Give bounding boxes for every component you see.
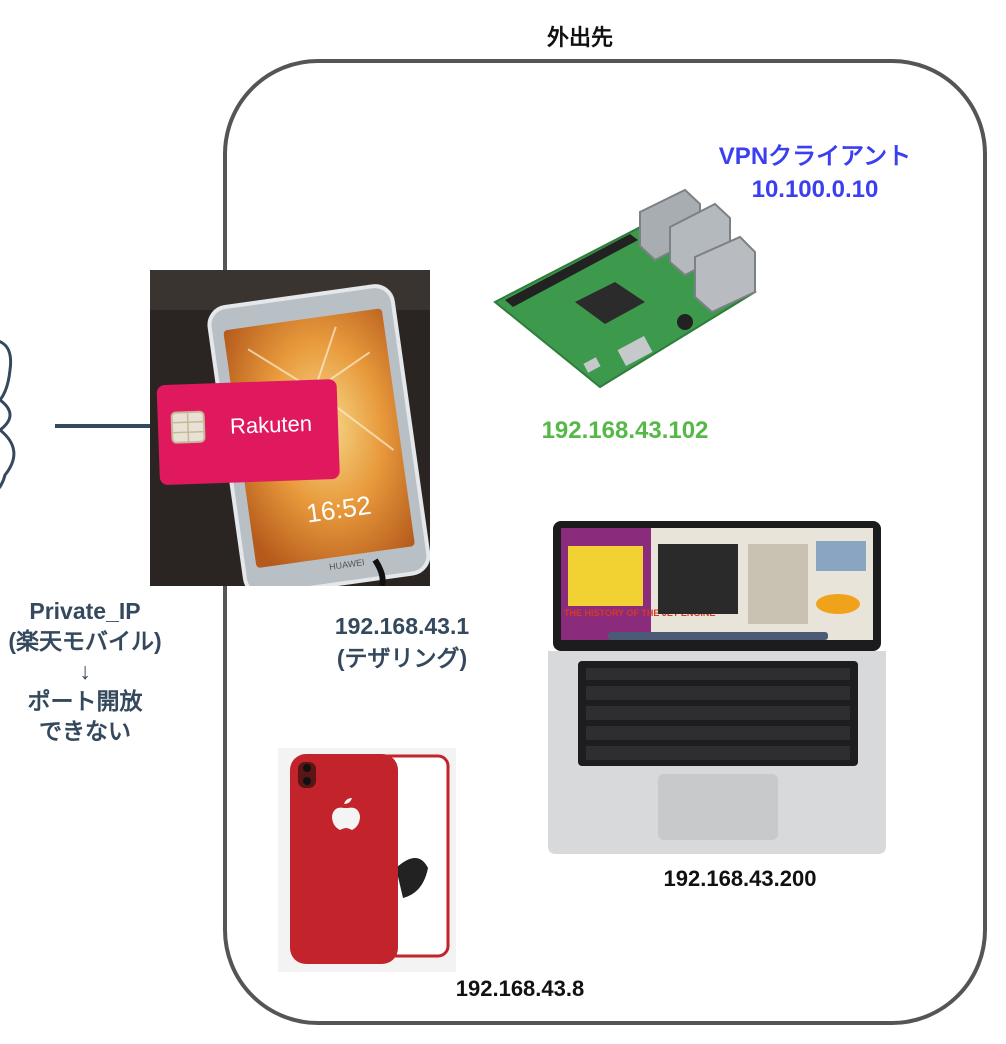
isp-ip-type: Private_IP: [29, 598, 141, 624]
laptop-photo: THE HISTORY OF THE JET ENGINE: [548, 521, 886, 854]
isp-arrow: ↓: [79, 658, 91, 684]
vpn-client-name: VPNクライアント: [718, 143, 912, 170]
laptop-article-text: THE HISTORY OF THE JET ENGINE: [564, 608, 715, 618]
vpn-client-ip: 10.100.0.10: [751, 176, 879, 203]
router-mode: (テザリング): [336, 645, 468, 671]
iphone-ip: 192.168.43.8: [455, 976, 585, 1001]
iphone-photo: [278, 748, 456, 972]
vpn-client-label: VPNクライアント 10.100.0.10: [690, 140, 940, 206]
connection-line: [55, 424, 153, 428]
tethering-phone-photo: 16:52 HUAWEI Rakuten: [150, 270, 430, 586]
isp-carrier: (楽天モバイル): [8, 628, 162, 654]
laptop-ip: 192.168.43.200: [663, 866, 817, 891]
isp-note-line2: できない: [39, 718, 131, 744]
isp-note-line1: ポート開放: [27, 688, 143, 714]
sim-brand-text: Rakuten: [230, 411, 313, 439]
location-title: 外出先: [546, 25, 613, 50]
raspberry-pi-photo: [493, 188, 757, 389]
phone-brand-text: HUAWEI: [328, 557, 365, 572]
internet-cloud-icon: [0, 340, 16, 490]
router-label: 192.168.43.1 (テザリング): [292, 610, 512, 674]
raspberry-pi-ip: 192.168.43.102: [541, 417, 709, 444]
router-ip: 192.168.43.1: [334, 613, 470, 639]
isp-label: Private_IP (楽天モバイル) ↓ ポート開放 できない: [0, 596, 180, 746]
